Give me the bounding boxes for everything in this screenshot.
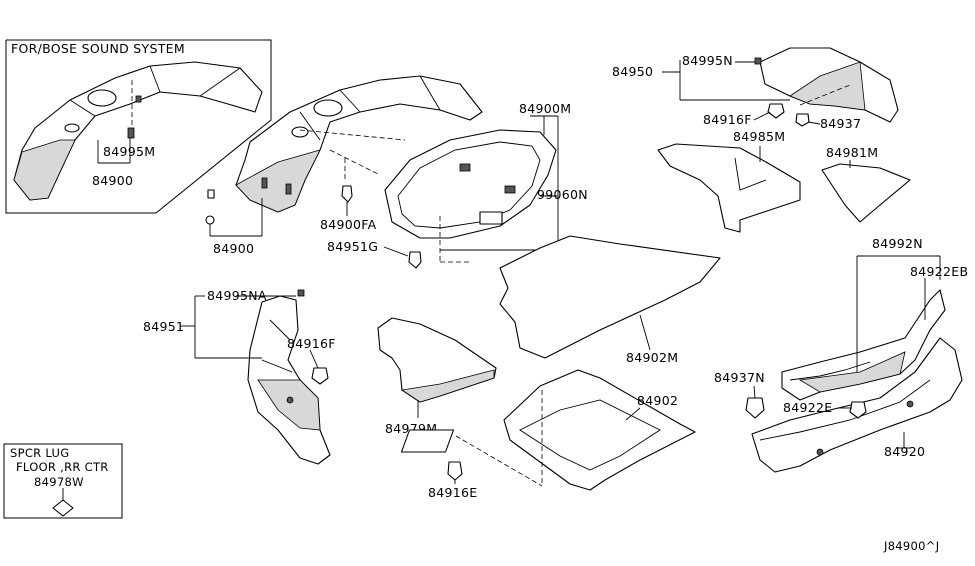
label-84950: 84950 <box>612 64 653 79</box>
label-84902: 84902 <box>637 393 678 408</box>
trunk-side-insulator <box>657 143 801 233</box>
label-84937: 84937 <box>820 116 861 131</box>
label-84916E: 84916E <box>428 485 477 500</box>
trunk-floor-board-84902: 84902 <box>400 369 696 491</box>
label-84900: 84900 <box>213 241 254 256</box>
clip-84951G: 84951G <box>327 239 422 269</box>
label-84995M: 84995M <box>103 144 155 159</box>
side-trim-84950: 84950 84995N <box>612 47 899 123</box>
label-84951G: 84951G <box>327 239 378 254</box>
trunk-lid-finisher-84900M: 84900M 99060N <box>384 101 588 263</box>
label-99060N: 99060N <box>537 187 588 202</box>
trunk-side-84981M: 84981M <box>821 145 911 223</box>
rear-panel-finisher-upper <box>781 289 946 401</box>
trunk-side-84985M: 84985M <box>657 129 801 233</box>
clip-84916E: 84916E <box>428 461 477 500</box>
trunk-mat-front-84979M: 84979M <box>377 317 497 436</box>
bose-inset-box: FOR/BOSE SOUND SYSTEM 84995M 84900 <box>5 39 272 214</box>
trunk-side-panel <box>821 163 911 223</box>
label-84900-bose: 84900 <box>92 173 133 188</box>
side-trim-84951: 84995NA 84951 <box>143 288 331 465</box>
trunk-lid-finisher <box>384 129 557 239</box>
spcr-part: 84978W <box>34 475 84 489</box>
clip-84916F: 84916F <box>287 336 336 385</box>
clip-84937N: 84937N <box>714 370 765 419</box>
bose-box-title: FOR/BOSE SOUND SYSTEM <box>11 41 185 56</box>
diagram-id: J84900^J <box>883 539 939 553</box>
label-84992N: 84992N <box>872 236 923 251</box>
trunk-floor-mat-84902M: 84902M <box>499 235 721 365</box>
trunk-floor-mat <box>499 235 721 359</box>
label-84937N: 84937N <box>714 370 765 385</box>
label-84916F-top: 84916F <box>703 112 752 127</box>
label-84922E: 84922E <box>783 400 832 415</box>
sill-trim-84992N: 84992N 84922EB <box>781 236 968 401</box>
clip-84922E: 84922E <box>783 400 867 419</box>
label-84922EB: 84922EB <box>910 264 968 279</box>
label-84981M: 84981M <box>826 145 878 160</box>
spcr-line2: FLOOR ,RR CTR <box>16 460 109 474</box>
trunk-floor-board <box>503 369 696 491</box>
label-84900FA: 84900FA <box>320 217 377 232</box>
rear-parcel-shelf-84900: 84900 <box>205 75 483 256</box>
spacer-lug-diamond <box>52 499 74 517</box>
label-84985M: 84985M <box>733 129 785 144</box>
label-84995NA: 84995NA <box>207 288 267 303</box>
clip-84900FA: 84900FA <box>320 185 377 232</box>
label-84900M: 84900M <box>519 101 571 116</box>
clips-top-right: 84916F 84937 <box>703 103 861 131</box>
spacer-lug-box: SPCR LUG FLOOR ,RR CTR 84978W <box>3 443 123 519</box>
spcr-line1: SPCR LUG <box>10 446 69 460</box>
label-84916F: 84916F <box>287 336 336 351</box>
label-84902M: 84902M <box>626 350 678 365</box>
label-84995N: 84995N <box>682 53 733 68</box>
label-84951: 84951 <box>143 319 184 334</box>
label-84920: 84920 <box>884 444 925 459</box>
